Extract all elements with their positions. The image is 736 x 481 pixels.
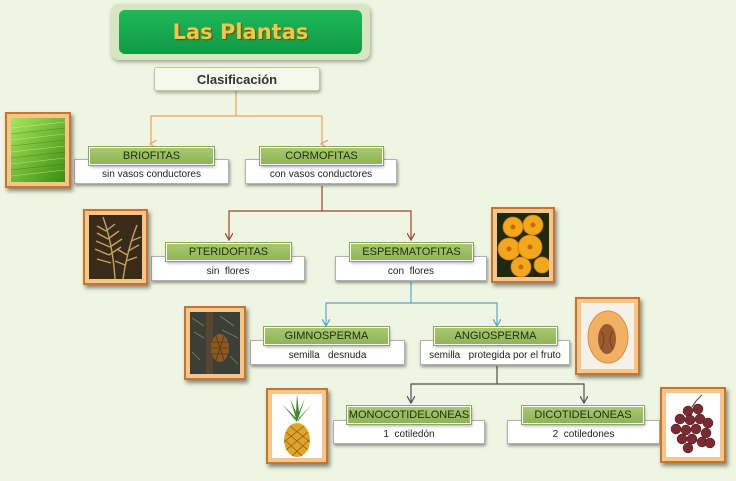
moss-photo bbox=[5, 112, 71, 188]
grapes-photo bbox=[660, 387, 726, 463]
pteridofitas-label: PTERIDOFITAS bbox=[165, 242, 292, 262]
connector-cormofitas bbox=[229, 186, 323, 239]
connector-root-cormofitas bbox=[236, 115, 322, 144]
connector-cormofitas-esperm bbox=[322, 210, 411, 239]
connector-angio-dico bbox=[497, 383, 584, 402]
connector-espermatofitas bbox=[326, 282, 412, 325]
espermatofitas-label: ESPERMATOFITAS bbox=[349, 242, 474, 262]
moss-image bbox=[11, 118, 65, 182]
briofitas-label: BRIOFITAS bbox=[88, 146, 215, 166]
fern-photo bbox=[83, 209, 148, 285]
pine-cone-photo bbox=[184, 306, 246, 380]
grapes-image bbox=[666, 393, 720, 457]
yellow-flower-image bbox=[497, 213, 549, 277]
monocotiledoneas-label: MONOCOTIDELONEAS bbox=[346, 405, 472, 425]
angiosperma-label: ANGIOSPERMA bbox=[433, 326, 558, 346]
peach-seed-photo bbox=[575, 297, 640, 375]
pine-cone-image bbox=[190, 312, 240, 374]
dicotiledoneas-label: DICOTIDELONEAS bbox=[521, 405, 645, 425]
gimnosperma-label: GIMNOSPERMA bbox=[263, 326, 390, 346]
cormofitas-label: CORMOFITAS bbox=[259, 146, 384, 166]
connector-root bbox=[151, 90, 237, 144]
peach-seed-image bbox=[581, 303, 634, 369]
connector-angiosperma bbox=[411, 366, 498, 402]
pineapple-image bbox=[272, 394, 322, 458]
fern-image bbox=[89, 215, 142, 279]
page-title: Las Plantas bbox=[119, 10, 362, 54]
yellow-flower-photo bbox=[491, 207, 555, 283]
connector-esperm-angio bbox=[411, 302, 497, 325]
pineapple-photo bbox=[266, 388, 328, 464]
title-box: Las Plantas bbox=[111, 4, 370, 60]
root-node-clasificacion: Clasificación bbox=[154, 67, 320, 91]
dicotiledoneas-desc: 2 cotiledones bbox=[507, 420, 660, 444]
